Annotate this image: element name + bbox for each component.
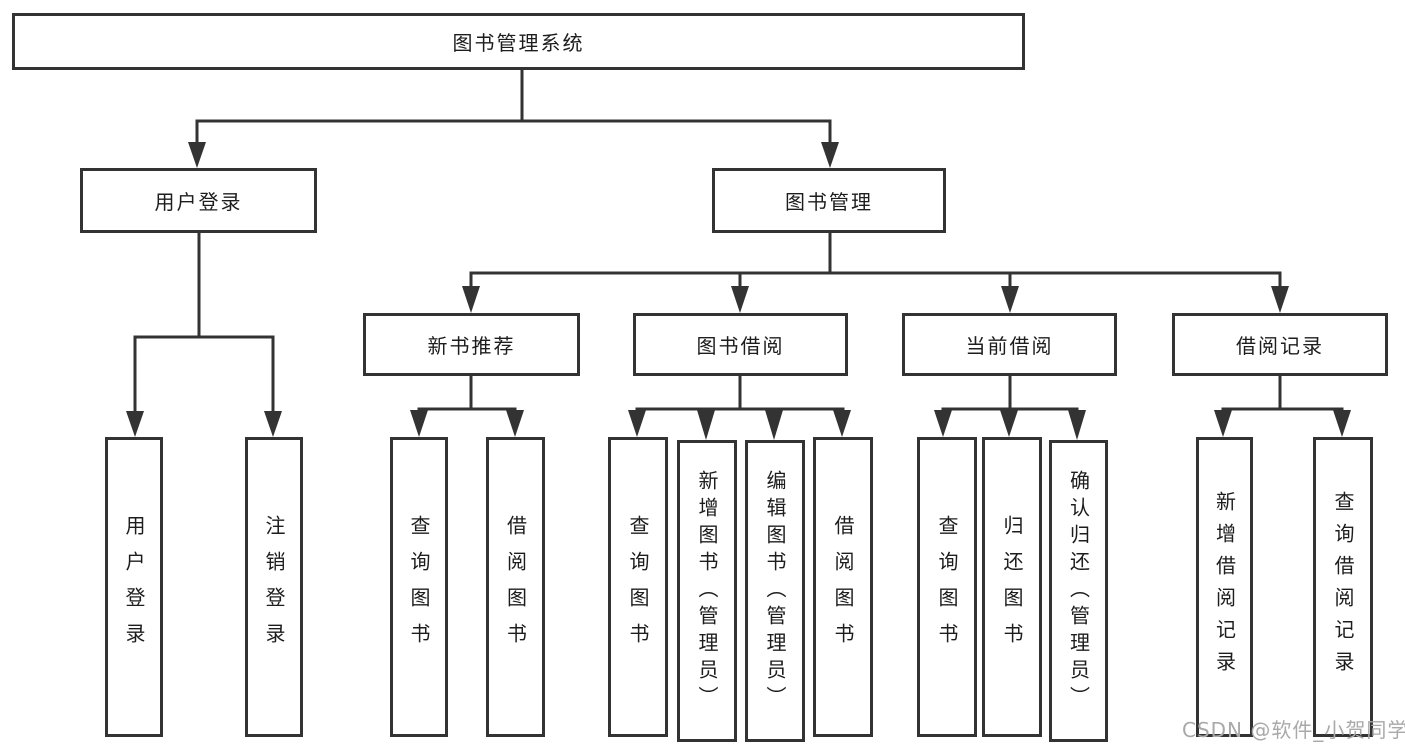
node-borrow-records: 借阅记录 xyxy=(1172,313,1388,376)
node-label: 注销登录 xyxy=(262,515,286,659)
node-label: 借阅图书 xyxy=(831,515,855,659)
node-label: 确认归还（管理员） xyxy=(1066,469,1091,713)
arrowhead-icons xyxy=(126,142,1351,440)
csdn-watermark: CSDN @软件_小贺同学 xyxy=(1182,718,1405,742)
node-label: 用户登录 xyxy=(122,515,146,659)
leaf-borrow-books-recommend: 借阅图书 xyxy=(486,437,545,737)
node-system-root: 图书管理系统 xyxy=(12,13,1025,70)
leaf-query-borrow-record: 查询借阅记录 xyxy=(1313,437,1373,737)
leaf-add-books-admin: 新增图书（管理员） xyxy=(677,440,737,742)
node-label: 编辑图书（管理员） xyxy=(763,469,787,713)
node-label: 图书借阅 xyxy=(696,334,785,358)
leaf-logout: 注销登录 xyxy=(245,437,303,737)
leaf-query-books-current: 查询图书 xyxy=(917,437,977,737)
node-label: 查询图书 xyxy=(626,515,650,659)
leaf-confirm-return-admin: 确认归还（管理员） xyxy=(1049,440,1108,742)
node-label: 借阅记录 xyxy=(1236,334,1324,358)
node-label: 图书管理 xyxy=(785,190,873,214)
leaf-add-borrow-record: 新增借阅记录 xyxy=(1196,437,1253,737)
leaf-edit-books-admin: 编辑图书（管理员） xyxy=(745,440,805,742)
node-label: 查询借阅记录 xyxy=(1331,491,1355,683)
node-label: 归还图书 xyxy=(1000,515,1024,659)
node-label: 当前借阅 xyxy=(965,334,1054,358)
node-user-login: 用户登录 xyxy=(80,168,317,233)
node-label: 图书管理系统 xyxy=(452,31,585,55)
node-label: 查询图书 xyxy=(935,515,959,659)
node-new-book-recommend: 新书推荐 xyxy=(363,313,580,376)
leaf-query-books-recommend: 查询图书 xyxy=(390,437,448,737)
node-label: 借阅图书 xyxy=(503,515,528,659)
node-book-borrowing: 图书借阅 xyxy=(633,313,848,376)
node-label: 查询图书 xyxy=(407,515,431,659)
node-label: 新书推荐 xyxy=(427,334,516,358)
leaf-borrow-books: 借阅图书 xyxy=(813,437,873,737)
node-label: 用户登录 xyxy=(154,190,243,214)
node-label: 新增借阅记录 xyxy=(1212,491,1237,683)
node-current-borrowing: 当前借阅 xyxy=(902,313,1117,376)
node-book-management: 图书管理 xyxy=(712,168,946,233)
leaf-return-books: 归还图书 xyxy=(982,437,1042,737)
leaf-query-books-borrowing: 查询图书 xyxy=(608,437,668,737)
node-label: 新增图书（管理员） xyxy=(695,469,719,713)
leaf-user-login: 用户登录 xyxy=(105,437,163,737)
